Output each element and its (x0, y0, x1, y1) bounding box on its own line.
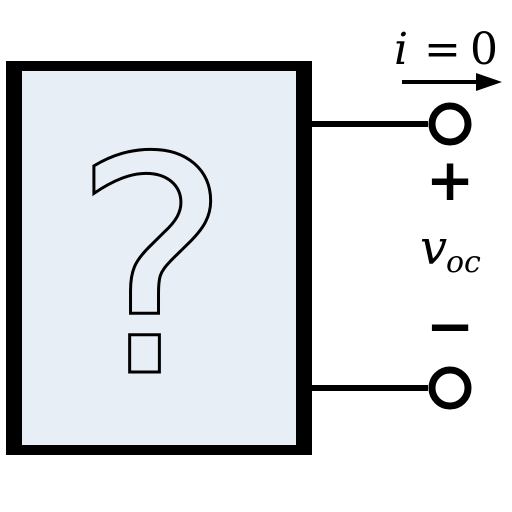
positive-polarity-sign: + (426, 146, 475, 214)
current-label-value: 0 (470, 24, 498, 75)
bottom-terminal-node (428, 366, 472, 410)
current-arrow-head (476, 73, 502, 91)
current-label-equals: = (424, 24, 461, 75)
negative-polarity-sign: − (426, 292, 475, 360)
voltage-label-subscript: oc (446, 245, 481, 280)
box-right-border (296, 61, 312, 455)
current-label-variable: i (394, 24, 408, 75)
top-terminal-node (428, 102, 472, 146)
voltage-label-variable: v (420, 220, 447, 276)
question-mark-symbol: ? (72, 94, 231, 443)
box-left-border (6, 61, 22, 455)
